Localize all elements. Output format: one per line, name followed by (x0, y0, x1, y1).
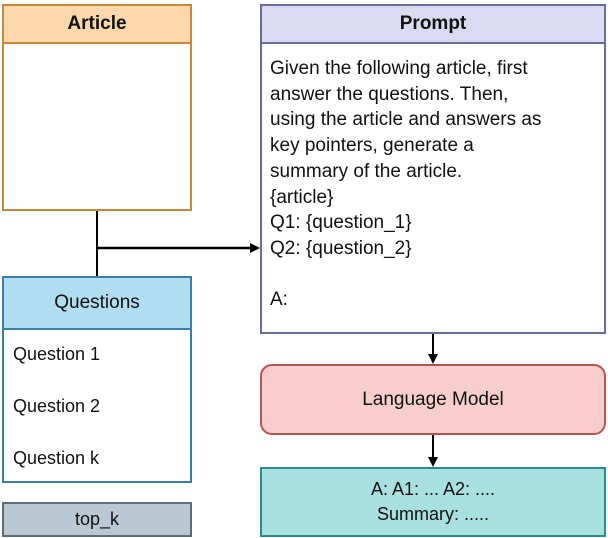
prompt-body: Given the following article, first answe… (262, 44, 604, 313)
output-answers-line: A: A1: ... A2: .... (370, 479, 496, 499)
question-item: Question k (13, 448, 100, 468)
top-k-box: top_k (2, 502, 192, 537)
prompt-line: answer the questions. Then, (270, 83, 509, 105)
article-header: Article (4, 6, 190, 44)
prompt-line: Q2: {question_2} (270, 237, 412, 259)
output-summary-line: Summary: ..... (376, 504, 490, 524)
top-k-label: top_k (74, 509, 120, 529)
language-model-label: Language Model (362, 388, 504, 410)
prompt-line: summary of the article. (270, 160, 463, 182)
prompt-box: Prompt Given the following article, firs… (260, 4, 606, 334)
question-item: Question 1 (13, 344, 101, 364)
question-item: Question 2 (13, 396, 101, 416)
language-model-box: Language Model (260, 364, 606, 435)
prompt-line (270, 262, 596, 288)
prompt-line: A: (270, 289, 288, 311)
prompt-line: key pointers, generate a (270, 135, 474, 157)
prompt-line: {article} (270, 186, 334, 208)
questions-header: Questions (4, 278, 190, 330)
prompt-header: Prompt (262, 6, 604, 44)
prompt-line: Given the following article, first (270, 58, 528, 79)
prompt-line: Q1: {question_1} (270, 212, 412, 234)
prompt-line: using the article and answers as (270, 109, 542, 131)
output-box: A: A1: ... A2: .... Summary: ..... (260, 467, 606, 537)
article-box: Article (2, 4, 192, 211)
questions-box: Questions Question 1 Question 2 Question… (2, 276, 192, 483)
